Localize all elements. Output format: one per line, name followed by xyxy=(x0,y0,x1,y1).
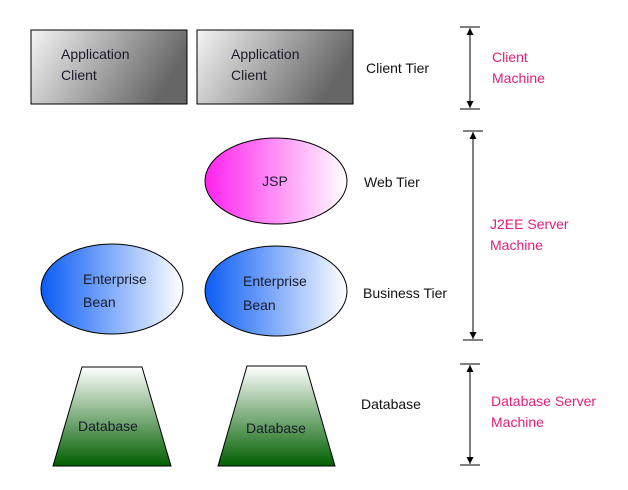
label: Enterprise xyxy=(243,273,307,289)
jsp-component: JSP xyxy=(204,137,348,225)
j2ee-machine-span-arrow xyxy=(463,130,483,341)
client-machine-span-arrow xyxy=(460,26,480,110)
label: Machine xyxy=(491,414,544,430)
tier-label-business: Business Tier xyxy=(363,285,447,301)
label: Machine xyxy=(492,70,545,86)
database-1: Database xyxy=(52,366,172,467)
label: Database xyxy=(78,418,138,434)
label: Application xyxy=(231,46,300,62)
database-machine-span-arrow xyxy=(460,363,480,466)
tier-label-web: Web Tier xyxy=(364,174,420,190)
label: Database Server xyxy=(491,393,596,409)
label: Database xyxy=(246,420,306,436)
label: Application xyxy=(61,46,130,62)
machine-label-j2ee: J2EE Server Machine xyxy=(490,216,569,253)
database-2: Database xyxy=(217,365,336,467)
application-client-1: Application Client xyxy=(30,29,188,105)
tier-label-database: Database xyxy=(361,396,421,412)
enterprise-bean-1: Enterprise Bean xyxy=(40,243,184,335)
label: Bean xyxy=(83,294,116,310)
label: JSP xyxy=(262,173,288,189)
machine-label-database: Database Server Machine xyxy=(491,393,596,430)
label: Client xyxy=(231,67,267,83)
label: Client xyxy=(61,67,97,83)
label: Client xyxy=(492,49,528,65)
label: Enterprise xyxy=(83,271,147,287)
enterprise-bean-2: Enterprise Bean xyxy=(204,245,348,337)
tier-label-client: Client Tier xyxy=(366,60,429,76)
application-client-2: Application Client xyxy=(196,29,354,105)
label: Bean xyxy=(243,297,276,313)
machine-label-client: Client Machine xyxy=(492,49,545,86)
label: Machine xyxy=(490,237,543,253)
label: J2EE Server xyxy=(490,216,569,232)
